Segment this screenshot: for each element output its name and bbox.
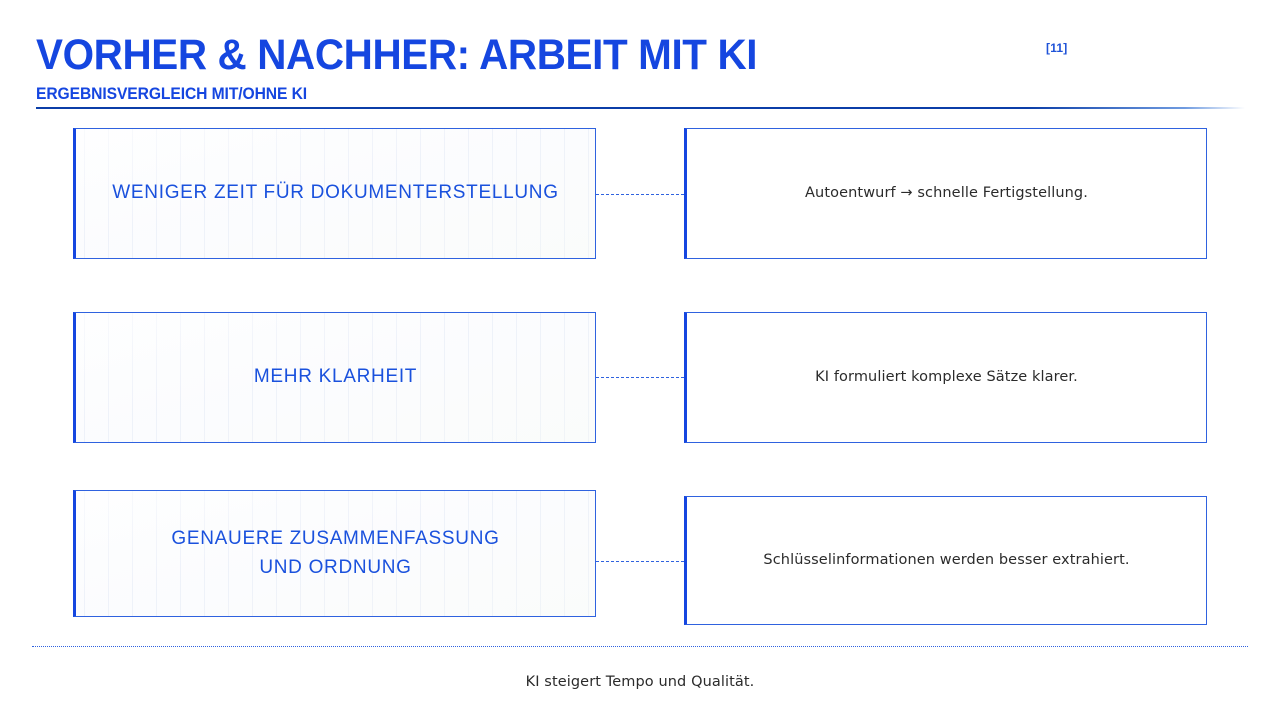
after-card-1[interactable]: Autoentwurf → schnelle Fertigstellung.: [684, 128, 1207, 259]
before-card-3[interactable]: GENAUERE ZUSAMMENFASSUNG UND ORDNUNG: [73, 490, 596, 617]
connector-line-3: [596, 561, 684, 562]
before-card-label: WENIGER ZEIT FÜR DOKUMENTERSTELLUNG: [112, 182, 559, 204]
after-card-label: KI formuliert komplexe Sätze klarer.: [815, 368, 1078, 385]
after-card-label: Schlüsselinformationen werden besser ext…: [763, 551, 1130, 568]
after-card-label: Autoentwurf → schnelle Fertigstellung.: [805, 184, 1088, 201]
before-card-label: GENAUERE ZUSAMMENFASSUNG UND ORDNUNG: [171, 528, 500, 578]
footer-summary-note: KI steigert Tempo und Qualität.: [525, 674, 755, 690]
footer-divider: [32, 646, 1248, 647]
page-subtitle: ERGEBNISVERGLEICH MIT/OHNE KI: [36, 84, 308, 103]
page-number-marker: [11]: [1046, 41, 1068, 55]
connector-line-2: [596, 377, 684, 378]
page-title: VORHER & NACHHER: ARBEIT MIT KI: [36, 31, 758, 79]
before-card-label: MEHR KLARHEIT: [253, 366, 418, 388]
before-card-2[interactable]: MEHR KLARHEIT: [73, 312, 596, 443]
after-card-2[interactable]: KI formuliert komplexe Sätze klarer.: [684, 312, 1207, 443]
slide-header: VORHER & NACHHER: ARBEIT MIT KI ERGEBNIS…: [0, 0, 1280, 110]
header-divider: [36, 107, 1245, 109]
connector-line-1: [596, 194, 684, 195]
after-card-3[interactable]: Schlüsselinformationen werden besser ext…: [684, 496, 1207, 625]
before-card-1[interactable]: WENIGER ZEIT FÜR DOKUMENTERSTELLUNG: [73, 128, 596, 259]
